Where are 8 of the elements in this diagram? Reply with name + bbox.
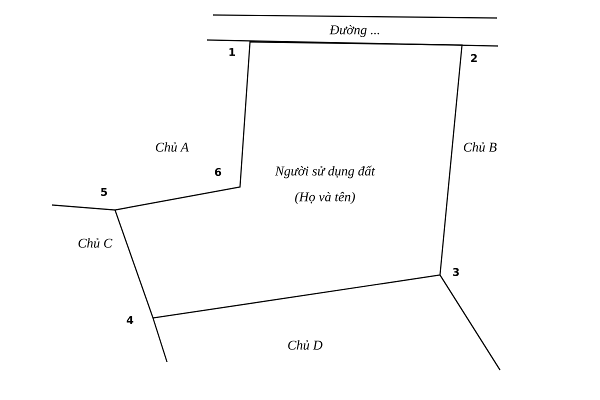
vertex-number: 1 — [230, 48, 235, 56]
neighbor-label: Chủ D — [288, 340, 322, 350]
vertex-number: 4 — [126, 316, 134, 324]
vertex-number: 6 — [214, 168, 222, 176]
vertex-number: 3 — [453, 268, 459, 276]
vertex-number: 2 — [471, 54, 477, 62]
neighbor-label: Chủ A — [156, 142, 189, 152]
road-band: Đường ... — [206, 14, 498, 47]
